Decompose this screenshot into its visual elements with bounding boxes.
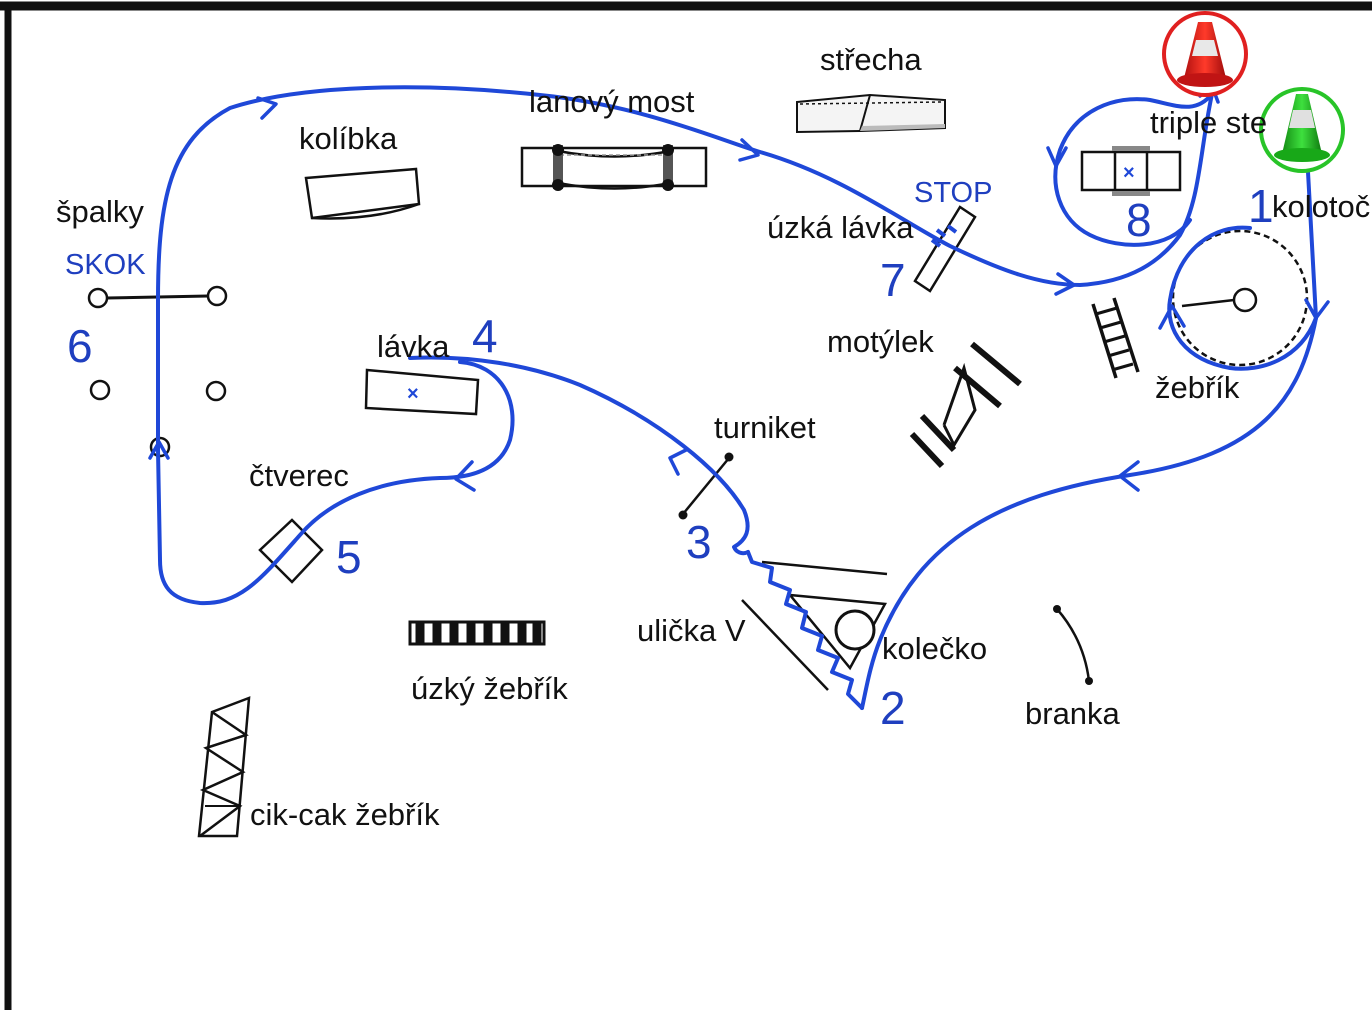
label-strecha: střecha — [820, 42, 922, 77]
zebrik-obstacle — [1091, 297, 1140, 379]
label-kolibka: kolíbka — [299, 121, 398, 156]
motylek-obstacle — [909, 341, 1022, 469]
label-motylek: motýlek — [827, 324, 934, 359]
lavka-marker-icon: × — [407, 383, 419, 405]
label-uzky-zebrik: úzký žebřík — [411, 671, 568, 706]
route-arrows — [148, 84, 1330, 492]
kolecko-obstacle — [787, 593, 888, 671]
kolotoc-obstacle — [1171, 229, 1309, 367]
label-kolecko: kolečko — [882, 631, 987, 666]
station-number-6: 6 — [67, 320, 93, 372]
station-number-8: 8 — [1126, 194, 1152, 246]
station-number-4: 4 — [472, 310, 498, 362]
lavka-obstacle — [364, 368, 480, 416]
branka-obstacle — [1053, 605, 1093, 685]
uzky-zebrik-obstacle — [408, 620, 546, 646]
route-path — [156, 85, 1318, 710]
label-lanovy-most: lanový most — [529, 84, 695, 119]
strecha-obstacle — [796, 93, 946, 134]
label-uzka-lavka: úzká lávka — [767, 210, 914, 245]
label-zebrik: žebřík — [1155, 370, 1240, 405]
ulicka-v-obstacle — [741, 560, 888, 691]
label-cik-cak-zebrik: cik-cak žebřík — [250, 797, 440, 832]
green-traffic-cone-icon — [1259, 87, 1345, 173]
label-skok: SKOK — [65, 249, 146, 281]
cik-cak-zebrik-obstacle — [197, 696, 251, 838]
red-traffic-cone-icon — [1162, 11, 1248, 97]
ctverec-obstacle — [258, 518, 324, 584]
label-stop: STOP — [914, 177, 992, 209]
station-number-3: 3 — [686, 516, 712, 568]
label-ctverec: čtverec — [249, 458, 349, 493]
station-number-2: 2 — [880, 682, 906, 734]
kolibka-obstacle — [304, 167, 421, 220]
triple-step-obstacle — [1080, 146, 1182, 196]
triple-step-marker-icon: × — [1123, 162, 1135, 184]
label-triple-step: triple ste — [1150, 105, 1267, 140]
label-spalky: špalky — [56, 194, 144, 229]
label-ulicka-v: ulička V — [637, 613, 746, 648]
station-number-7: 7 — [880, 254, 906, 306]
turniket-obstacle — [678, 452, 734, 520]
station-number-5: 5 — [336, 531, 362, 583]
label-kolotoc: kolotoč — [1272, 189, 1370, 224]
label-branka: branka — [1025, 696, 1121, 731]
uzka-lavka-obstacle — [913, 205, 977, 293]
label-lavka: lávka — [377, 329, 450, 364]
station-number-1: 1 — [1248, 180, 1274, 232]
label-turniket: turniket — [714, 410, 816, 445]
lanovy-most-obstacle — [520, 144, 708, 191]
